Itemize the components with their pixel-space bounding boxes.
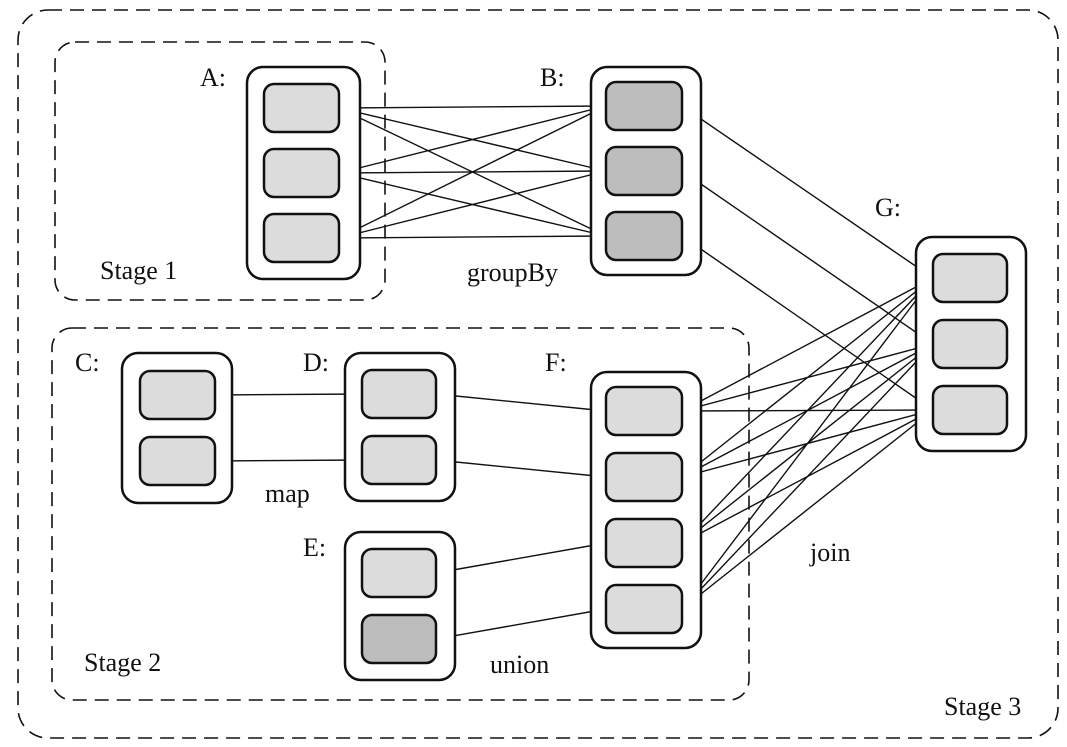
rdd-a <box>245 65 362 281</box>
groupby-label: groupBy <box>467 258 558 287</box>
rdd-f-container <box>589 370 703 650</box>
partition-f-1 <box>604 385 684 437</box>
stage-1-boundary <box>54 41 386 301</box>
partition-a-2 <box>262 147 341 199</box>
edge-a3-to-b3 <box>338 232 607 241</box>
edge-f3-to-g1 <box>681 277 934 544</box>
partition-f-4 <box>604 583 684 635</box>
rdd-g-label: G: <box>875 193 901 222</box>
rdd-b-label: B: <box>540 63 565 92</box>
edge-a3-to-b1 <box>338 105 607 239</box>
edge-c2-to-d2 <box>214 456 363 465</box>
partition-b-2 <box>604 145 684 197</box>
partition-a-3 <box>262 212 341 264</box>
partition-d-1 <box>360 368 438 420</box>
rdd-b <box>589 65 703 277</box>
edge-d2-to-f2 <box>435 459 607 480</box>
stage-3-label: Stage 3 <box>944 692 1021 721</box>
rdd-a-label: A: <box>200 63 226 92</box>
rdd-f-label: F: <box>545 348 567 377</box>
rdd-e <box>343 530 457 682</box>
rdd-f <box>589 370 703 650</box>
edge-e1-to-f3 <box>435 541 607 574</box>
stage-3-boundary <box>17 9 1059 739</box>
edge-c1-to-d1 <box>214 390 363 399</box>
edge-b1-to-g1 <box>681 105 934 279</box>
edge-a2-to-b1 <box>338 105 607 174</box>
partition-c-1 <box>138 369 217 421</box>
edge-f4-to-g3 <box>681 409 934 610</box>
partition-f-2 <box>604 451 684 503</box>
partition-a-1 <box>262 82 341 134</box>
partition-b-1 <box>604 80 684 132</box>
rdd-c <box>120 351 234 505</box>
join-label: join <box>809 538 850 567</box>
partition-g-3 <box>931 384 1009 436</box>
rdd-d-label: D: <box>303 348 329 377</box>
partition-g-2 <box>931 318 1009 370</box>
stage-2-label: Stage 2 <box>84 648 161 677</box>
edge-d1-to-f1 <box>435 393 607 414</box>
edge-f4-to-g2 <box>681 343 934 610</box>
rdds <box>120 65 1028 682</box>
stage-1-label: Stage 1 <box>100 256 177 285</box>
partition-b-3 <box>604 210 684 262</box>
edge-b3-to-g3 <box>681 235 934 411</box>
stage-2-boundary <box>51 327 750 701</box>
rdd-d <box>343 351 457 503</box>
edge-f1-to-g1 <box>681 277 934 412</box>
rdd-c-label: C: <box>75 348 100 377</box>
edge-f4-to-g1 <box>681 277 934 610</box>
partition-d-2 <box>360 434 438 486</box>
partition-c-2 <box>138 435 217 487</box>
edges <box>214 102 934 640</box>
union-label: union <box>490 650 549 679</box>
edge-f2-to-g1 <box>681 277 934 478</box>
partition-e-1 <box>360 547 438 599</box>
edge-e2-to-f4 <box>435 607 607 640</box>
edge-b2-to-g2 <box>681 170 934 345</box>
edge-a3-to-b2 <box>338 170 607 239</box>
rdd-g <box>914 235 1028 453</box>
partition-e-2 <box>360 613 438 665</box>
partition-f-3 <box>604 517 684 569</box>
edge-a1-to-b1 <box>338 102 607 111</box>
partition-g-1 <box>931 252 1009 304</box>
rdd-e-label: E: <box>303 533 326 562</box>
map-label: map <box>265 479 310 508</box>
